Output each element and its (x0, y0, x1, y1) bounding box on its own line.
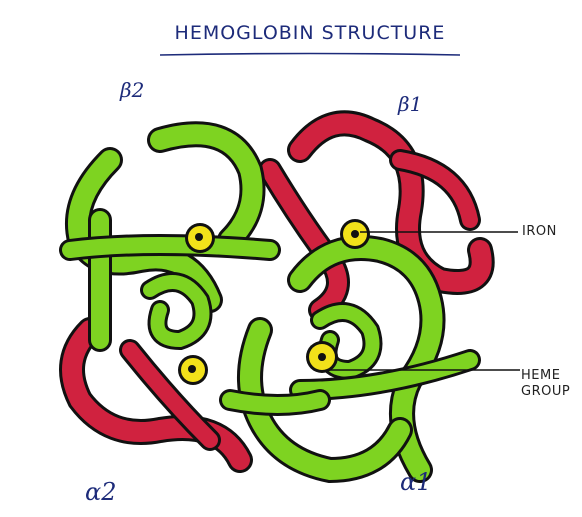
alpha1-label: α1 (400, 468, 431, 496)
heme-group-label: HEME GROUP (521, 368, 579, 400)
heme-group (340, 219, 370, 249)
beta2-label: β2 (120, 78, 144, 102)
alpha1-chain (230, 248, 470, 470)
protein-chains (70, 123, 482, 470)
alpha2-label: α2 (85, 478, 116, 506)
beta1-label: β1 (398, 92, 422, 116)
beta2-chain (70, 134, 270, 340)
iron-label: IRON (522, 224, 557, 240)
heme-group (306, 341, 338, 373)
heme-group (185, 223, 215, 253)
heme-group (178, 355, 208, 385)
